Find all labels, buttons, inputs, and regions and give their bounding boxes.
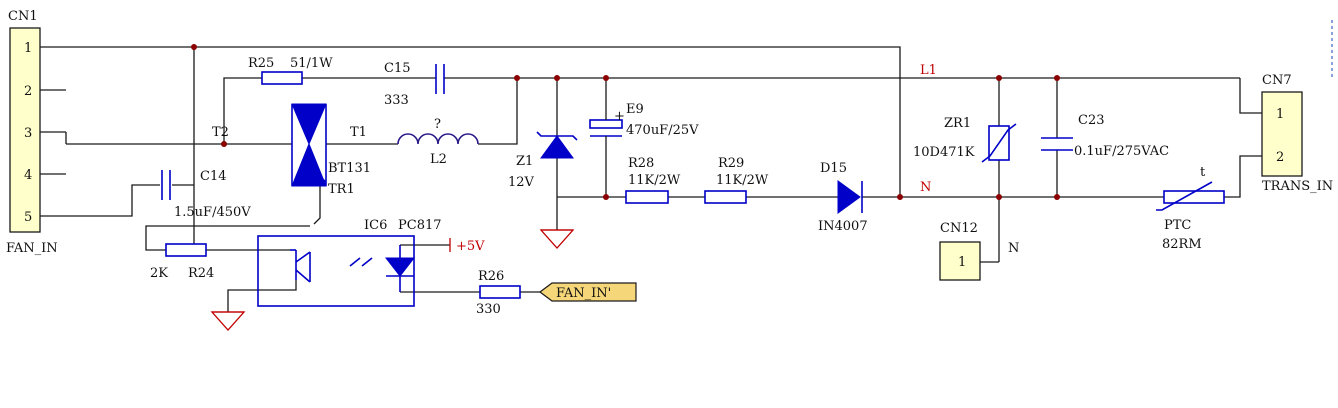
- d15-value: IN4007: [818, 219, 868, 234]
- vcc-text: +5V: [456, 239, 485, 254]
- r24-ref: R24: [188, 266, 214, 281]
- triac-tr1: T2 T1 BT131 TR1: [212, 103, 371, 197]
- l2-ref: L2: [430, 152, 447, 167]
- r26-ref: R26: [478, 269, 504, 284]
- ground-symbol-opto: [210, 311, 246, 331]
- r28-value: 11K/2W: [628, 173, 681, 188]
- net-label-n: N: [920, 180, 931, 195]
- c14-ref: C14: [200, 169, 227, 184]
- connector-cn12: CN12 1 N: [939, 221, 1019, 281]
- c23-ref: C23: [1078, 113, 1105, 128]
- resistor-r29: R29 11K/2W: [704, 156, 769, 204]
- capacitor-c14: C14 1.5uF/450V: [161, 169, 251, 220]
- net-label-l1: L1: [920, 63, 937, 78]
- e9-ref: E9: [626, 102, 644, 117]
- capacitor-c15: C15 333: [384, 61, 445, 108]
- cn1-name: FAN_IN: [6, 241, 58, 256]
- r29-value: 11K/2W: [716, 173, 769, 188]
- connector-cn1: CN1 1 2 3 4 5 FAN_IN: [6, 9, 58, 256]
- cn1-pin-stubs: [40, 46, 66, 217]
- zr1-ref: ZR1: [944, 116, 971, 131]
- c23-value: 0.1uF/275VAC: [1074, 144, 1169, 159]
- c15-ref: C15: [384, 61, 411, 76]
- thermistor-ptc: t PTC 82RM: [1156, 165, 1225, 252]
- vcc-label: +5V: [449, 238, 485, 254]
- cn1-pin-4: 4: [24, 168, 32, 183]
- cn1-pin-2: 2: [24, 84, 32, 99]
- l2-value: ?: [434, 117, 441, 132]
- c15-value: 333: [384, 93, 409, 108]
- cn7-name: TRANS_IN: [1262, 179, 1333, 194]
- port-fan-in-text: FAN_IN': [556, 286, 611, 301]
- cn12-ref: CN12: [940, 221, 978, 236]
- net-label-n-cn12: N: [1008, 241, 1019, 256]
- e9-value: 470uF/25V: [626, 123, 699, 138]
- e9-polarity: +: [614, 109, 625, 124]
- tr1-value: BT131: [328, 161, 371, 176]
- junctions: [191, 44, 1060, 200]
- ground-symbol-z1: [539, 229, 575, 249]
- zener-z1: Z1 12V: [508, 131, 578, 190]
- resistor-r26: R26 330: [476, 269, 521, 317]
- port-fan-in: FAN_IN': [539, 282, 637, 302]
- tr1-t2: T2: [212, 125, 229, 140]
- capacitor-e9: + E9 470uF/25V: [589, 102, 699, 140]
- varistor-zr1: ZR1 10D471K: [913, 116, 1017, 163]
- r26-value: 330: [476, 302, 501, 317]
- cn7-pin-1: 1: [1276, 107, 1284, 122]
- tr1-ref: TR1: [328, 182, 355, 197]
- tr1-t1: T1: [350, 125, 367, 140]
- z1-value: 12V: [508, 175, 535, 190]
- z1-ref: Z1: [516, 154, 533, 169]
- cn1-pin-1: 1: [24, 41, 32, 56]
- cn1-pin-3: 3: [24, 126, 32, 141]
- ptc-ref: PTC: [1164, 218, 1191, 233]
- resistor-r24: 2K R24: [150, 243, 214, 281]
- ptc-symbol: t: [1200, 165, 1206, 180]
- resistor-r25: R25 51/1W: [248, 56, 333, 85]
- d15-ref: D15: [820, 161, 847, 176]
- ic6-ref: IC6: [364, 218, 387, 233]
- ic6-value: PC817: [398, 218, 442, 233]
- cn1-ref: CN1: [8, 9, 38, 24]
- cn7-ref: CN7: [1262, 73, 1292, 88]
- r25-ref: R25: [248, 56, 274, 71]
- r28-ref: R28: [628, 156, 654, 171]
- diode-d15: D15 IN4007: [818, 161, 868, 234]
- cn12-pin-1: 1: [958, 255, 966, 270]
- zr1-value: 10D471K: [913, 145, 975, 160]
- r25-value: 51/1W: [290, 56, 333, 71]
- cn1-pin-5: 5: [24, 210, 32, 225]
- wires: [65, 46, 1262, 312]
- optocoupler-ic6: IC6 PC817: [257, 218, 442, 307]
- cn7-pin-2: 2: [1276, 150, 1284, 165]
- r29-ref: R29: [718, 156, 744, 171]
- r24-value: 2K: [150, 266, 168, 281]
- c14-value: 1.5uF/450V: [174, 205, 251, 220]
- capacitor-c23: C23 0.1uF/275VAC: [1041, 113, 1169, 159]
- resistor-r28: R28 11K/2W: [625, 156, 681, 204]
- connector-cn7: CN7 1 2 TRANS_IN: [1261, 73, 1333, 194]
- ptc-value: 82RM: [1162, 237, 1202, 252]
- inductor-l2: ? L2: [397, 117, 479, 167]
